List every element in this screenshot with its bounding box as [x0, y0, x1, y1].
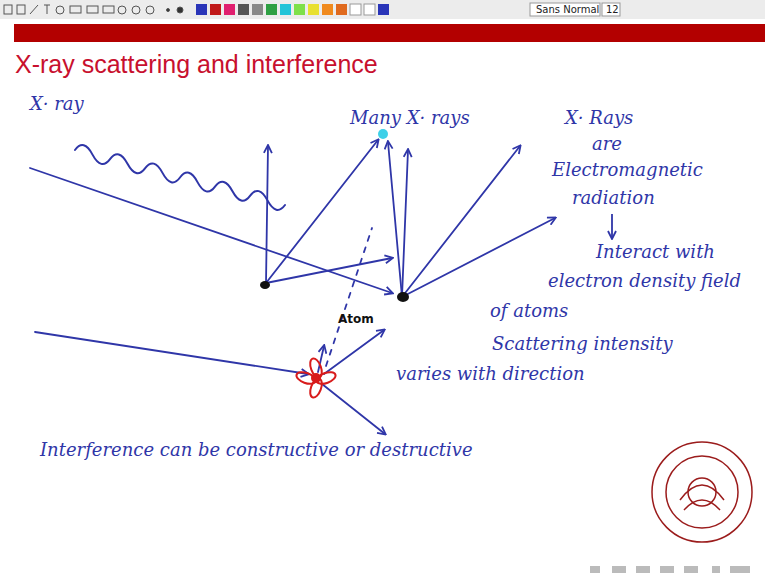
- handwritten-note: varies with direction: [396, 364, 585, 384]
- handwritten-note: X· ray: [30, 94, 84, 114]
- handwritten-note: radiation: [572, 188, 655, 208]
- handwritten-note: Many X· rays: [350, 108, 470, 128]
- handwritten-note: Scattering intensity: [492, 334, 673, 354]
- x-ray-wave: [75, 145, 285, 210]
- nav-icons: [590, 566, 750, 573]
- atom-dot: [260, 281, 270, 289]
- atom-label: Atom: [338, 312, 374, 326]
- handwritten-note: X· Rays: [565, 108, 633, 128]
- handwritten-note: electron density field: [548, 271, 741, 291]
- handwritten-note: of atoms: [490, 301, 568, 321]
- detector-point: [378, 129, 388, 139]
- toolbar-text: 12: [606, 4, 619, 15]
- down-arrow: [611, 214, 613, 238]
- toolbar-text: Sans Normal: [536, 4, 599, 15]
- handwritten-note: Electromagnetic: [552, 160, 703, 180]
- scattering-lobes: [295, 357, 337, 399]
- slide-title: X-ray scattering and interference: [15, 50, 378, 79]
- color-palette: [196, 3, 620, 16]
- toolbar: [0, 0, 765, 19]
- handwritten-note: are: [592, 134, 622, 154]
- toolbar-icons: [4, 5, 183, 14]
- header-bar: [14, 24, 765, 42]
- atom-dot: [397, 292, 409, 302]
- handwritten-note: Interact with: [596, 242, 715, 262]
- institute-logo: [652, 442, 752, 542]
- handwritten-note: Interference can be constructive or dest…: [40, 440, 473, 460]
- ray-lines: [30, 140, 555, 434]
